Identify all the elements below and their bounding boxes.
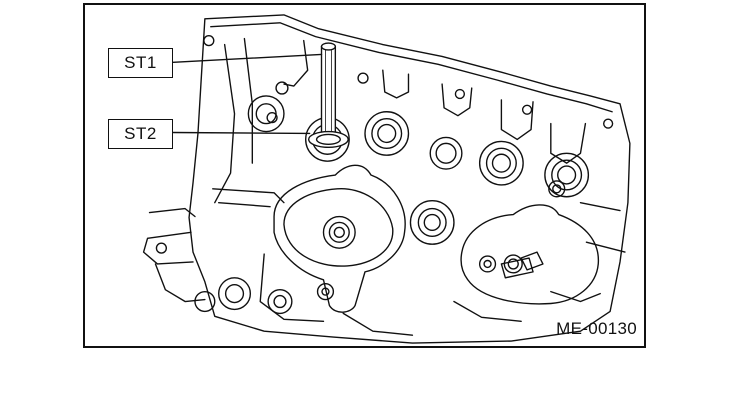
figure-frame: ST1 ST2 ME-00130: [83, 3, 646, 348]
valve-spring-seats: [194, 95, 590, 315]
callout-st2-label: ST2: [108, 119, 173, 149]
cylinder-head-illustration: [142, 14, 631, 344]
cylinder-head-casting: [142, 14, 631, 344]
camshaft-bearing-caps: [273, 164, 599, 313]
callout-leader-lines: [172, 53, 323, 135]
callout-st1-label: ST1: [108, 48, 173, 78]
special-tool-st2-guide: [307, 130, 349, 149]
casting-bolt-holes: [155, 34, 614, 301]
special-tool-st1-rod: [320, 42, 337, 143]
figure-code: ME-00130: [556, 319, 637, 338]
